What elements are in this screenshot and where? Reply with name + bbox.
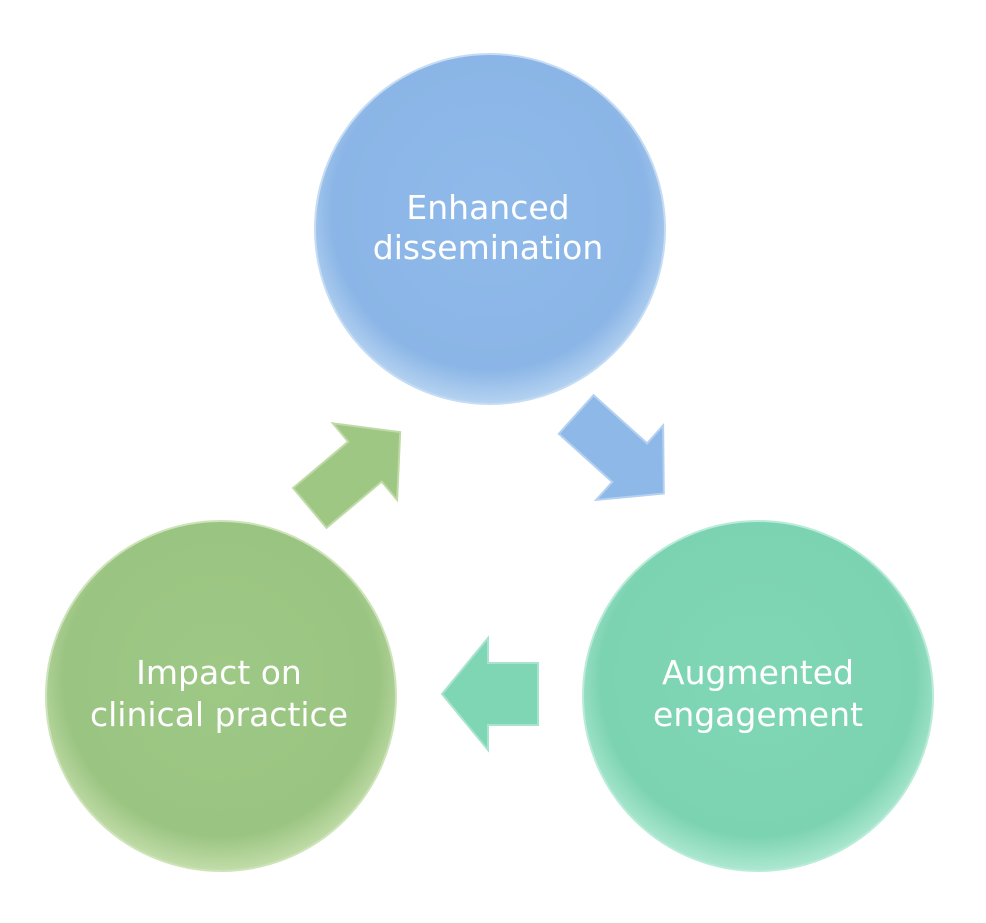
node-enhanced-dissemination: Enhanced dissemination (314, 53, 666, 405)
node-circle-left (45, 520, 397, 872)
arrow-left-to-top (291, 421, 402, 530)
arrow-top-to-right (557, 393, 665, 502)
node-label-left-line-1: Impact on (136, 653, 302, 692)
node-label-right-line-2: engagement (653, 695, 863, 734)
node-label-top-line-1: Enhanced (406, 188, 569, 227)
arrow-right-to-left (440, 635, 539, 753)
node-circle-right (582, 520, 934, 872)
node-circle-top (314, 53, 666, 405)
node-augmented-engagement: Augmented engagement (582, 520, 934, 872)
node-label-top-line-2: dissemination (373, 228, 603, 267)
node-label-right-line-1: Augmented (662, 653, 854, 692)
node-impact-on-clinical-practice: Impact on clinical practice (45, 520, 397, 872)
node-label-left-line-2: clinical practice (90, 695, 348, 734)
